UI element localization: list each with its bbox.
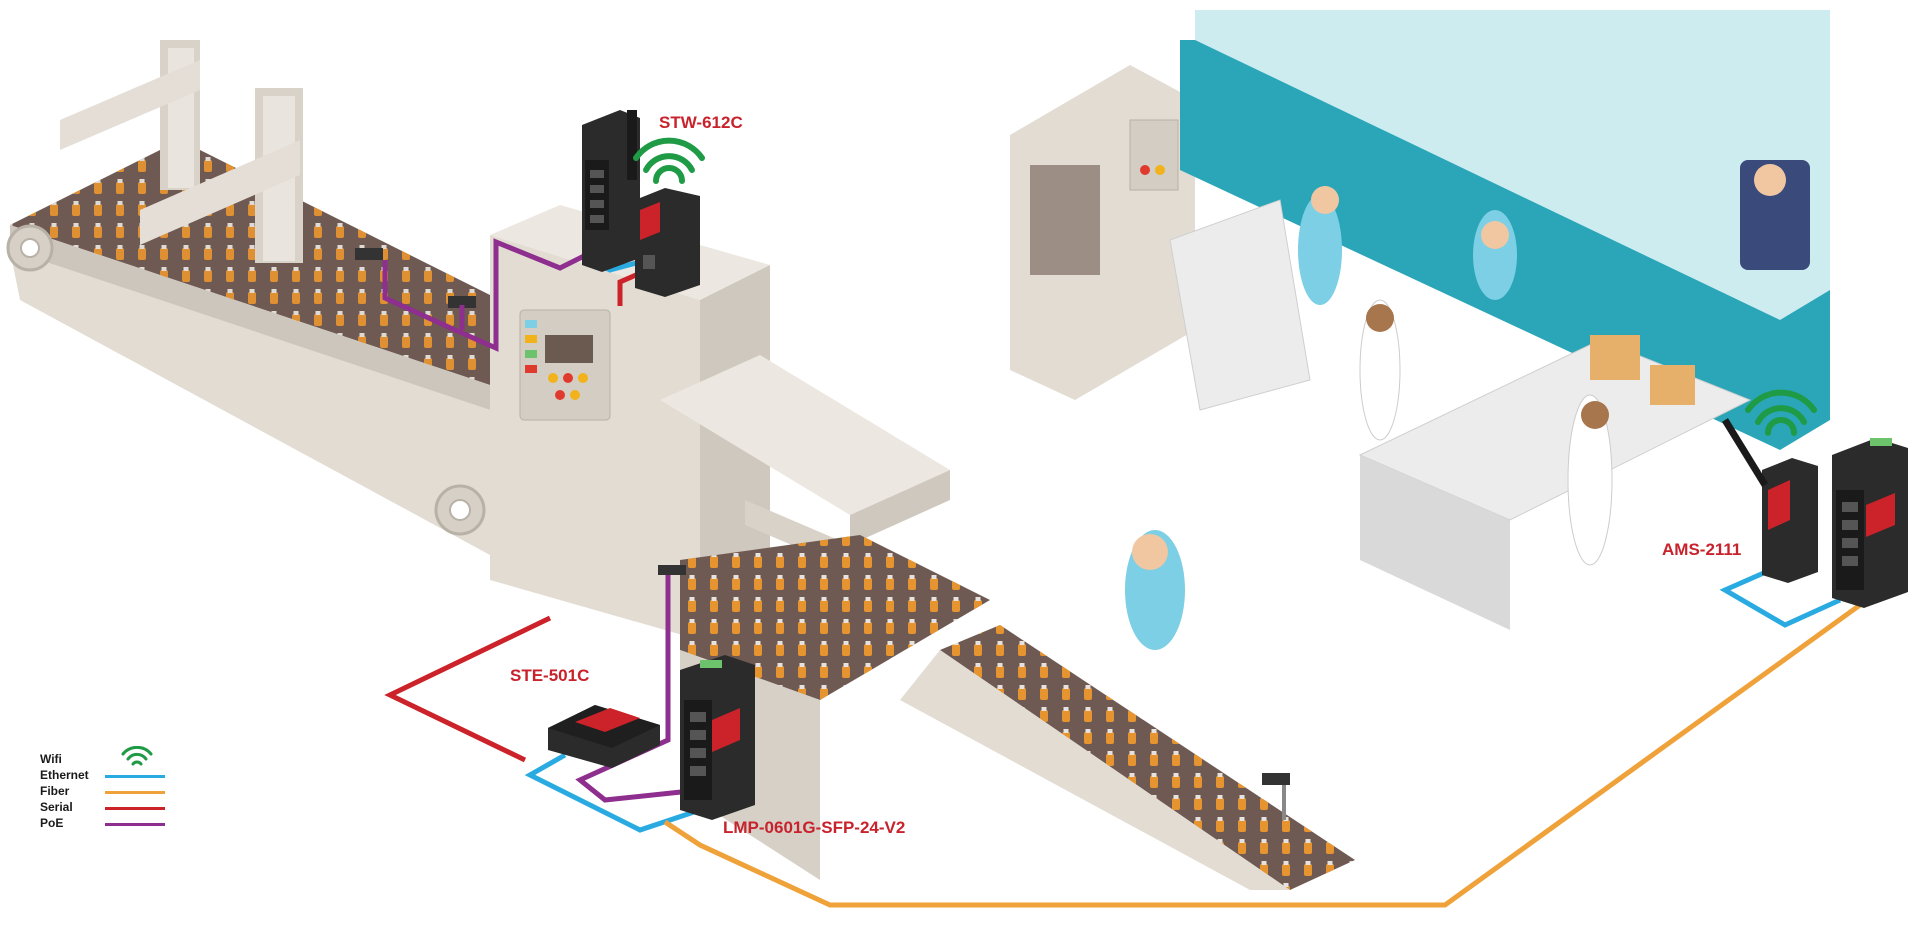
poe-swatch [105, 823, 165, 826]
lmp-0601g-label: LMP-0601G-SFP-24-V2 [723, 818, 906, 837]
ams-2111-label: AMS-2111 [1662, 540, 1742, 559]
legend-label: Wifi [40, 752, 62, 766]
legend-item-poe: PoE [40, 816, 180, 832]
legend-label: PoE [40, 816, 64, 830]
gantry-arms [60, 40, 303, 263]
wifi-icon-stw [633, 137, 705, 184]
legend-item-wifi: Wifi [40, 746, 180, 768]
ste-501c-label: STE-501C [510, 666, 590, 685]
lmp-0601g-device [680, 655, 755, 820]
lab-cabinet [1010, 65, 1195, 400]
poe-line-top [382, 238, 592, 352]
left-conveyor [6, 140, 520, 555]
fiber-swatch [105, 791, 165, 794]
ethernet-line-right [1719, 565, 1842, 628]
serial-swatch [105, 807, 165, 810]
network-lines [382, 238, 1862, 908]
legend-item-fiber: Fiber [40, 784, 180, 800]
wifi-icon-ams [1745, 389, 1817, 436]
workers [1125, 186, 1613, 650]
cameras [355, 248, 1290, 820]
ste-501c-device [548, 705, 660, 768]
stw-612c-label: STW-612C [659, 113, 743, 132]
legend-label: Serial [40, 800, 73, 814]
serial-line-bottom [384, 615, 552, 763]
ethernet-swatch [105, 775, 165, 778]
legend: Wifi Ethernet Fiber Serial PoE [40, 746, 180, 838]
fiber-line [663, 602, 1862, 908]
legend-label: Fiber [40, 784, 70, 798]
legend-item-ethernet: Ethernet [40, 768, 180, 784]
legend-label: Ethernet [40, 768, 89, 782]
stw-612c-device [582, 110, 700, 297]
wifi-icon [121, 746, 153, 766]
lab-tables [1169, 199, 1752, 630]
ams-2111-device [1722, 418, 1908, 608]
poe-line-bottom [575, 575, 701, 803]
ethernet-line-bottom [524, 752, 701, 833]
legend-item-serial: Serial [40, 800, 180, 816]
